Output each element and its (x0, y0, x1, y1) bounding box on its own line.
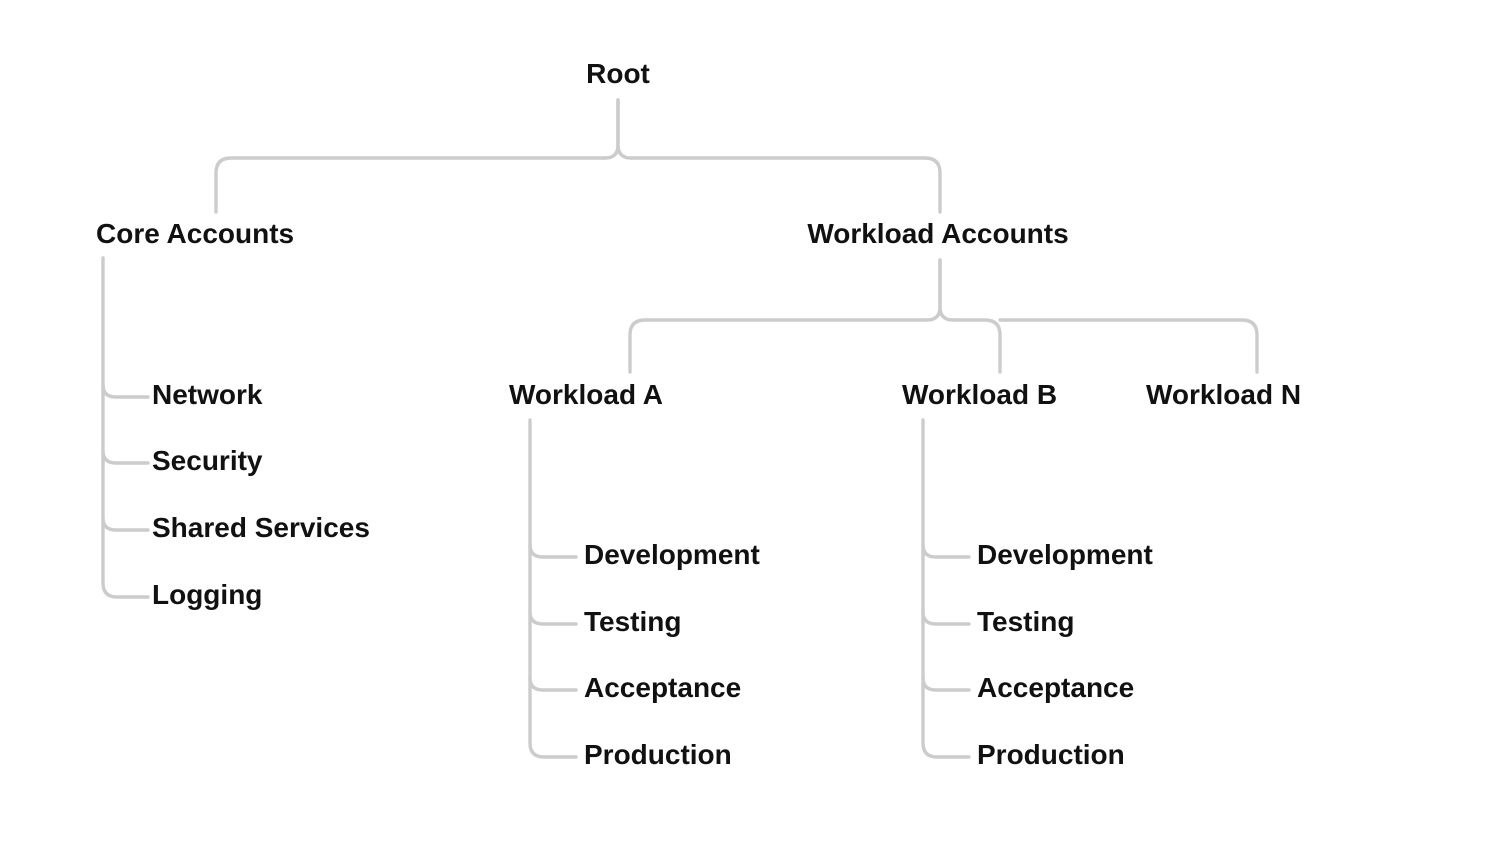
connector-wb-leaf-3 (921, 676, 971, 692)
node-wa-child-development[interactable]: Development (584, 539, 760, 570)
node-core-child-network[interactable]: Network (152, 379, 263, 410)
node-core-child-shared-services[interactable]: Shared Services (152, 512, 370, 543)
node-workload-n[interactable]: Workload N (1146, 379, 1302, 410)
connector-core-spine (101, 256, 150, 599)
connector-workload-stem-left (925, 258, 942, 322)
node-workload-accounts[interactable]: Workload Accounts (807, 218, 1069, 249)
connector-root-to-workload (629, 156, 942, 214)
node-wa-child-testing[interactable]: Testing (584, 606, 682, 637)
connector-workload-stem-right (938, 258, 955, 322)
connector-wb-leaf-2 (921, 610, 971, 626)
node-wa-child-acceptance[interactable]: Acceptance (584, 672, 742, 703)
node-workload-b[interactable]: Workload B (902, 379, 1058, 410)
connector-workload-to-n (998, 318, 1259, 374)
connector-core-leaf-3 (101, 516, 150, 532)
connector-workload-to-a (628, 318, 929, 374)
node-root[interactable]: Root (586, 58, 650, 89)
connector-core-leaf-2 (101, 449, 150, 465)
node-wa-child-production[interactable]: Production (584, 739, 732, 770)
node-core-child-security[interactable]: Security (152, 445, 263, 476)
connector-wa-leaf-2 (528, 610, 578, 626)
node-core-accounts[interactable]: Core Accounts (96, 218, 295, 249)
connector-wb-spine (921, 418, 971, 759)
node-core-child-logging[interactable]: Logging (152, 579, 263, 610)
node-wb-child-testing[interactable]: Testing (977, 606, 1075, 637)
node-wb-child-production[interactable]: Production (977, 739, 1125, 770)
connector-root-stem-right (616, 98, 633, 160)
node-wb-child-acceptance[interactable]: Acceptance (977, 672, 1135, 703)
connector-core-leaf-1 (101, 383, 150, 399)
connector-wa-spine (528, 418, 578, 759)
connector-workload-to-b (951, 318, 1002, 374)
connector-root-stem (603, 98, 620, 160)
connector-wa-leaf-3 (528, 676, 578, 692)
connector-wb-leaf-1 (921, 543, 971, 559)
connector-root-to-core (214, 156, 607, 214)
node-workload-a[interactable]: Workload A (509, 379, 664, 410)
connector-wa-leaf-1 (528, 543, 578, 559)
node-wb-child-development[interactable]: Development (977, 539, 1153, 570)
